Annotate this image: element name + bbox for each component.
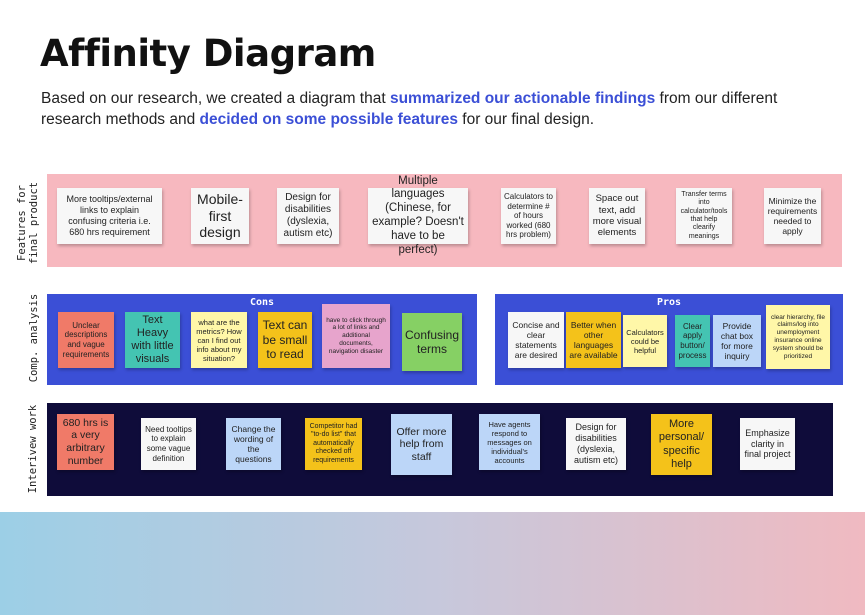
page-title: Affinity Diagram bbox=[40, 32, 376, 75]
row-label-comp: Comp. analysis bbox=[28, 293, 40, 383]
cons-title: Cons bbox=[249, 297, 275, 308]
description-text-3: for our final design. bbox=[457, 111, 595, 128]
row-label-interview: Interivew work bbox=[27, 404, 39, 494]
description-highlight-2: decided on some possible features bbox=[199, 111, 458, 128]
feature-sticky-note: Design for disabilities (dyslexia, autis… bbox=[277, 188, 339, 244]
interview-sticky-note: Competitor had "to-do list" that automat… bbox=[305, 418, 362, 470]
pros-sticky-note: Clear apply button/ process bbox=[675, 315, 710, 367]
interview-sticky-note: Design for disabilities (dyslexia, autis… bbox=[566, 418, 626, 470]
feature-sticky-note: Space out text, add more visual elements bbox=[589, 188, 645, 244]
feature-sticky-note: Calculators to determine # of hours work… bbox=[501, 188, 556, 244]
pros-sticky-note: Better when other languages are availabl… bbox=[566, 312, 621, 368]
interview-sticky-note: 680 hrs is a very arbitrary number bbox=[57, 414, 114, 470]
page-description: Based on our research, we created a diag… bbox=[41, 88, 801, 130]
cons-sticky-note: Unclear descriptions and vague requireme… bbox=[58, 312, 114, 368]
cons-sticky-note: Confusing terms bbox=[402, 313, 462, 371]
interview-sticky-note: More personal/ specific help bbox=[651, 414, 712, 475]
cons-sticky-note: have to click through a lot of links and… bbox=[322, 304, 390, 368]
feature-sticky-note: More tooltips/external links to explain … bbox=[57, 188, 162, 244]
description-text-2: from our different research methods and bbox=[41, 90, 778, 128]
interview-sticky-note: Offer more help from staff bbox=[391, 414, 452, 475]
row-label-features: Features for final product bbox=[16, 181, 40, 265]
cons-sticky-note: what are the metrics? How can I find out… bbox=[191, 312, 247, 368]
cons-sticky-note: Text Heavy with little visuals bbox=[125, 312, 180, 368]
pros-sticky-note: Calculators could be helpful bbox=[623, 315, 667, 367]
pros-sticky-note: Provide chat box for more inquiry bbox=[713, 315, 761, 367]
description-highlight-1: summarized our actionable findings bbox=[389, 90, 656, 107]
feature-sticky-note: Mobile-first design bbox=[191, 188, 249, 244]
interview-sticky-note: Change the wording of the questions bbox=[226, 418, 281, 470]
pros-sticky-note: clear hierarchy, file claims/log into un… bbox=[766, 305, 830, 369]
pros-sticky-note: Concise and clear statements are desired bbox=[508, 312, 564, 368]
interview-sticky-note: Emphasize clarity in final project bbox=[740, 418, 795, 470]
feature-sticky-note: Transfer terms into calculator/tools tha… bbox=[676, 188, 732, 244]
pros-title: Pros bbox=[656, 297, 682, 308]
cons-sticky-note: Text can be small to read bbox=[258, 312, 312, 368]
feature-sticky-note: Multiple languages (Chinese, for example… bbox=[368, 175, 468, 256]
feature-sticky-note: Minimize the requirements needed to appl… bbox=[764, 188, 821, 244]
interview-sticky-note: Have agents respond to messages on indiv… bbox=[479, 414, 540, 470]
interview-sticky-note: Need tooltips to explain some vague defi… bbox=[141, 418, 196, 470]
description-text-1: Based on our research, we created a diag… bbox=[41, 90, 390, 107]
decorative-gradient-footer bbox=[0, 512, 865, 615]
